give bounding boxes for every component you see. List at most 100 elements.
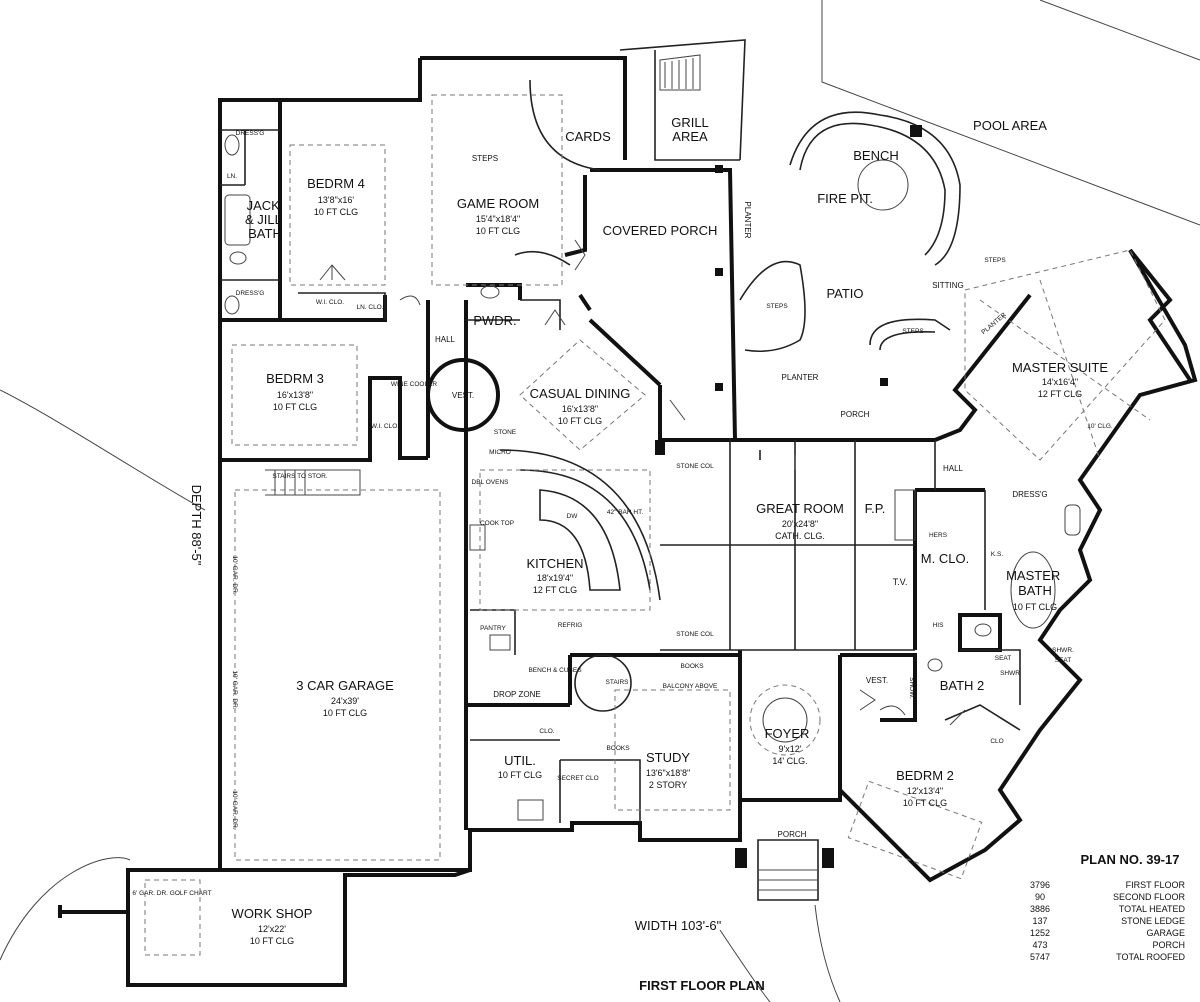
svg-text:STEPS: STEPS — [902, 328, 924, 335]
master-bath-label: MASTER BATH — [1006, 568, 1064, 598]
svg-text:BALCONY ABOVE: BALCONY ABOVE — [663, 683, 718, 690]
site-curve-left — [0, 389, 206, 511]
bedrm2-ceiling: 10 FT CLG — [903, 798, 947, 808]
vest-left-label: VEST. — [452, 391, 474, 400]
bedrm2-size: 12'x13'4" — [907, 786, 943, 796]
svg-text:CLO.: CLO. — [539, 728, 554, 735]
curves — [426, 79, 961, 756]
svg-text:SHOW.: SHOW. — [908, 677, 915, 699]
great-room-label: GREAT ROOM — [756, 501, 844, 516]
svg-text:42" BAR HT.: 42" BAR HT. — [607, 509, 643, 516]
casual-dining-ceiling: 10 FT CLG — [558, 416, 602, 426]
jack-jill-label: JACK & JILL BATH — [245, 198, 285, 241]
svg-text:PLANTER: PLANTER — [980, 311, 1008, 336]
plan-title: FIRST FLOOR PLAN — [639, 978, 765, 993]
foyer-size: 9'x12' — [779, 744, 802, 754]
area-label: TOTAL HEATED — [1119, 904, 1186, 914]
svg-text:DBL OVENS: DBL OVENS — [472, 479, 510, 486]
hall-left-label: HALL — [435, 335, 456, 344]
bath2-label: BATH 2 — [940, 678, 985, 693]
great-room-size: 20'x24'8" — [782, 519, 818, 529]
area-value: 473 — [1032, 940, 1047, 950]
stairs — [265, 54, 796, 496]
svg-text:BOOKS: BOOKS — [606, 745, 630, 752]
area-label: FIRST FLOOR — [1126, 880, 1186, 890]
area-label: STONE LEDGE — [1121, 916, 1185, 926]
interior-walls — [220, 39, 1021, 823]
columns — [655, 125, 922, 868]
master-bath-ceiling: 10 FT CLG — [1013, 602, 1057, 612]
cards-label: CARDS — [565, 129, 611, 144]
sitting-label: SITTING — [932, 281, 964, 290]
svg-text:HERS: HERS — [929, 532, 948, 539]
svg-text:CLO: CLO — [990, 738, 1003, 745]
area-value: 1252 — [1030, 928, 1050, 938]
garage-ceiling: 10 FT CLG — [323, 708, 367, 718]
svg-text:LN.: LN. — [227, 173, 237, 180]
area-label: SECOND FLOOR — [1113, 892, 1186, 902]
ceiling-lines — [144, 94, 1166, 956]
svg-text:10' GAR. DR.: 10' GAR. DR. — [231, 670, 238, 709]
svg-text:BENCH & CUBES: BENCH & CUBES — [528, 667, 582, 674]
svg-text:COOK TOP: COOK TOP — [480, 520, 514, 527]
hall-right-label: HALL — [943, 464, 964, 473]
svg-text:STONE: STONE — [494, 429, 517, 436]
area-value: 137 — [1032, 916, 1047, 926]
bedrm3-label: BEDRM 3 — [266, 371, 324, 386]
fire-pit-label: FIRE PIT. — [817, 191, 873, 206]
great-room-ceiling: CATH. CLG. — [775, 531, 825, 541]
svg-text:BOOKS: BOOKS — [680, 663, 704, 670]
garage-label: 3 CAR GARAGE — [296, 678, 394, 693]
kitchen-label: KITCHEN — [526, 556, 583, 571]
util-label: UTIL. — [504, 753, 536, 768]
svg-text:DRESS'G: DRESS'G — [236, 130, 265, 137]
pool-outline — [821, 0, 1200, 226]
foyer-label: FOYER — [765, 726, 810, 741]
drop-zone-label: DROP ZONE — [493, 690, 540, 699]
casual-dining-label: CASUAL DINING — [530, 386, 631, 401]
porch-steps — [757, 839, 819, 901]
covered-porch-label: COVERED PORCH — [603, 223, 718, 238]
svg-text:PLANTER: PLANTER — [782, 373, 819, 382]
porch-rear-label: PORCH — [841, 410, 870, 419]
svg-text:10' GAR. DR.: 10' GAR. DR. — [231, 555, 238, 594]
foyer-ceiling: 14' CLG. — [772, 756, 807, 766]
bedrm2-label: BEDRM 2 — [896, 768, 954, 783]
util-ceiling: 10 FT CLG — [498, 770, 542, 780]
svg-text:SHWR: SHWR — [1000, 670, 1020, 677]
pantry-label: PANTRY — [480, 625, 506, 632]
casual-dining-size: 16'x13'8" — [562, 404, 598, 414]
svg-text:PLANTER: PLANTER — [743, 202, 752, 239]
svg-text:HIS: HIS — [933, 622, 945, 629]
svg-text:STEPS: STEPS — [984, 257, 1006, 264]
area-label: PORCH — [1152, 940, 1185, 950]
area-value: 3796 — [1030, 880, 1050, 890]
svg-text:DW: DW — [567, 513, 579, 520]
svg-text:WINE COOLER: WINE COOLER — [391, 381, 438, 388]
bedrm4-ceiling: 10 FT CLG — [314, 207, 358, 217]
bench-label: BENCH — [853, 148, 899, 163]
area-value: 3886 — [1030, 904, 1050, 914]
bedrm4-label: BEDRM 4 — [307, 176, 365, 191]
fp-label: F.P. — [865, 501, 886, 516]
pwdr-label: PWDR. — [473, 313, 516, 328]
game-room-ceiling: 10 FT CLG — [476, 226, 520, 236]
kitchen-size: 18'x19'4" — [537, 573, 573, 583]
work-shop-ceiling: 10 FT CLG — [250, 936, 294, 946]
svg-text:10' CLG.: 10' CLG. — [1087, 423, 1113, 430]
fixtures — [224, 134, 1081, 821]
svg-text:SEAT: SEAT — [1055, 657, 1072, 664]
svg-text:STONE COL: STONE COL — [676, 463, 714, 470]
dressg-master-label: DRESS'G — [1012, 490, 1047, 499]
pool-area-label: POOL AREA — [973, 118, 1047, 133]
master-suite-ceiling: 12 FT CLG — [1038, 389, 1082, 399]
bedrm3-size: 16'x13'8" — [277, 390, 313, 400]
svg-text:STONE COL: STONE COL — [676, 631, 714, 638]
porch-front-label: PORCH — [778, 830, 807, 839]
exterior-walls — [126, 56, 1198, 987]
master-suite-label: MASTER SUITE — [1012, 360, 1108, 375]
svg-text:STAIRS: STAIRS — [606, 679, 630, 686]
plan-number: PLAN NO. 39-17 — [1081, 852, 1180, 867]
